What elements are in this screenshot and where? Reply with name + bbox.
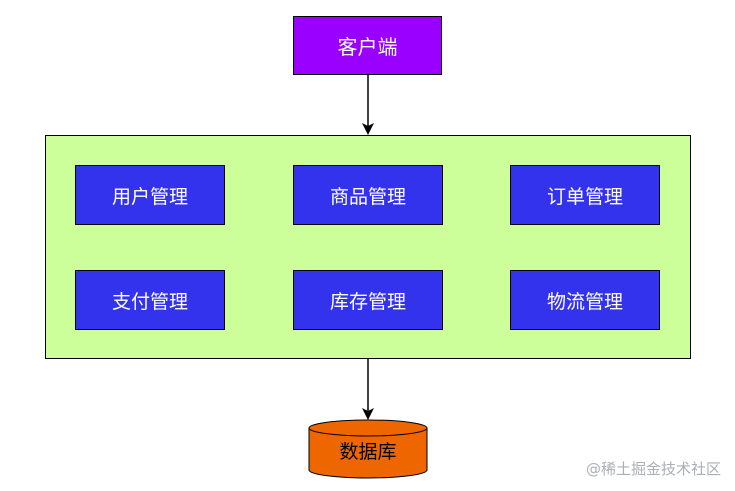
module-label: 支付管理: [111, 290, 188, 313]
module-label: 用户管理: [111, 185, 188, 208]
module-user-management: 用户管理: [75, 165, 225, 225]
watermark: @稀土掘金技术社区: [585, 460, 721, 478]
module-inventory-management: 库存管理: [293, 270, 443, 330]
module-label: 商品管理: [329, 185, 406, 208]
module-label: 库存管理: [329, 290, 406, 313]
database-cylinder-icon: [308, 419, 428, 479]
module-label: 订单管理: [546, 185, 623, 208]
module-payment-management: 支付管理: [75, 270, 225, 330]
module-product-management: 商品管理: [293, 165, 443, 225]
module-order-management: 订单管理: [510, 165, 660, 225]
client-label: 客户端: [337, 35, 398, 59]
module-logistics-management: 物流管理: [510, 270, 660, 330]
module-label: 物流管理: [546, 290, 623, 313]
client-node: 客户端: [293, 16, 442, 75]
database-label: 数据库: [339, 440, 397, 463]
